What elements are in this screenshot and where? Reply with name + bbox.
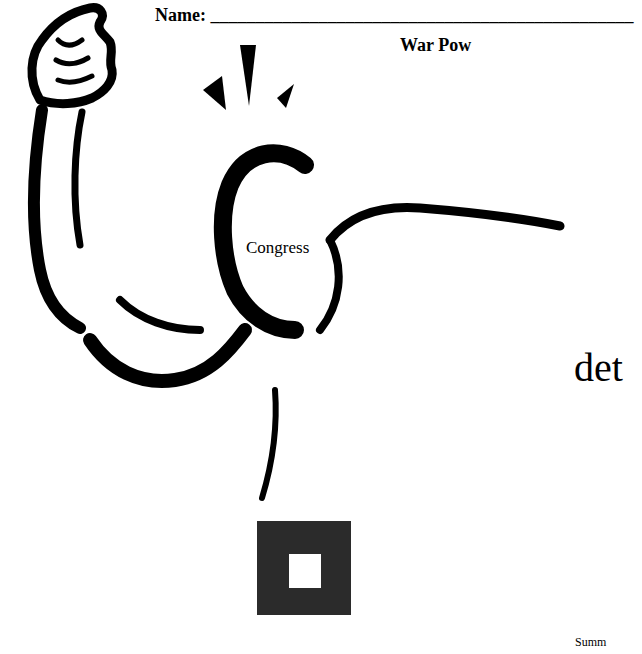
heading-fragment: det (574, 346, 623, 390)
arm-label: Congress (246, 239, 309, 258)
worksheet-title: War Pow (400, 36, 471, 56)
inner-square (289, 554, 321, 588)
name-line: Name: __________________________________… (155, 6, 633, 26)
black-square (257, 521, 351, 615)
summary-fragment: Summ (575, 636, 606, 649)
emphasis-marks (203, 45, 294, 110)
arm-outline (32, 8, 560, 498)
